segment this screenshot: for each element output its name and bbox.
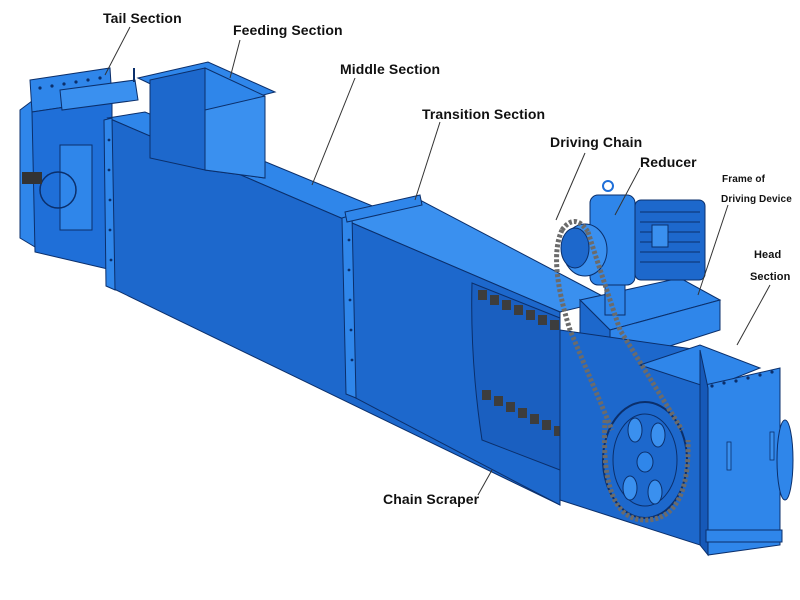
leader-lines: [104, 26, 771, 496]
label-driving-chain: Driving Chain: [550, 134, 643, 150]
label-transition-section: Transition Section: [422, 106, 546, 122]
label-tail-section: Tail Section: [103, 10, 182, 26]
label-head: Head: [754, 249, 782, 261]
label-middle-section: Middle Section: [340, 61, 441, 77]
label-reducer: Reducer: [640, 154, 697, 170]
label-frame-of: Frame of: [722, 174, 766, 185]
driving-chain: [554, 219, 691, 523]
label-chain-scraper: Chain Scraper: [383, 491, 480, 507]
label-driving-device: Driving Device: [721, 194, 792, 205]
chain-scraper-upper: [478, 290, 559, 330]
transition-section: [341, 194, 612, 506]
tail-section: [19, 67, 139, 271]
chain-scraper-lower: [482, 390, 560, 436]
label-section: Section: [750, 271, 791, 283]
label-feeding-section: Feeding Section: [233, 22, 343, 38]
feeding-section: [136, 61, 277, 179]
